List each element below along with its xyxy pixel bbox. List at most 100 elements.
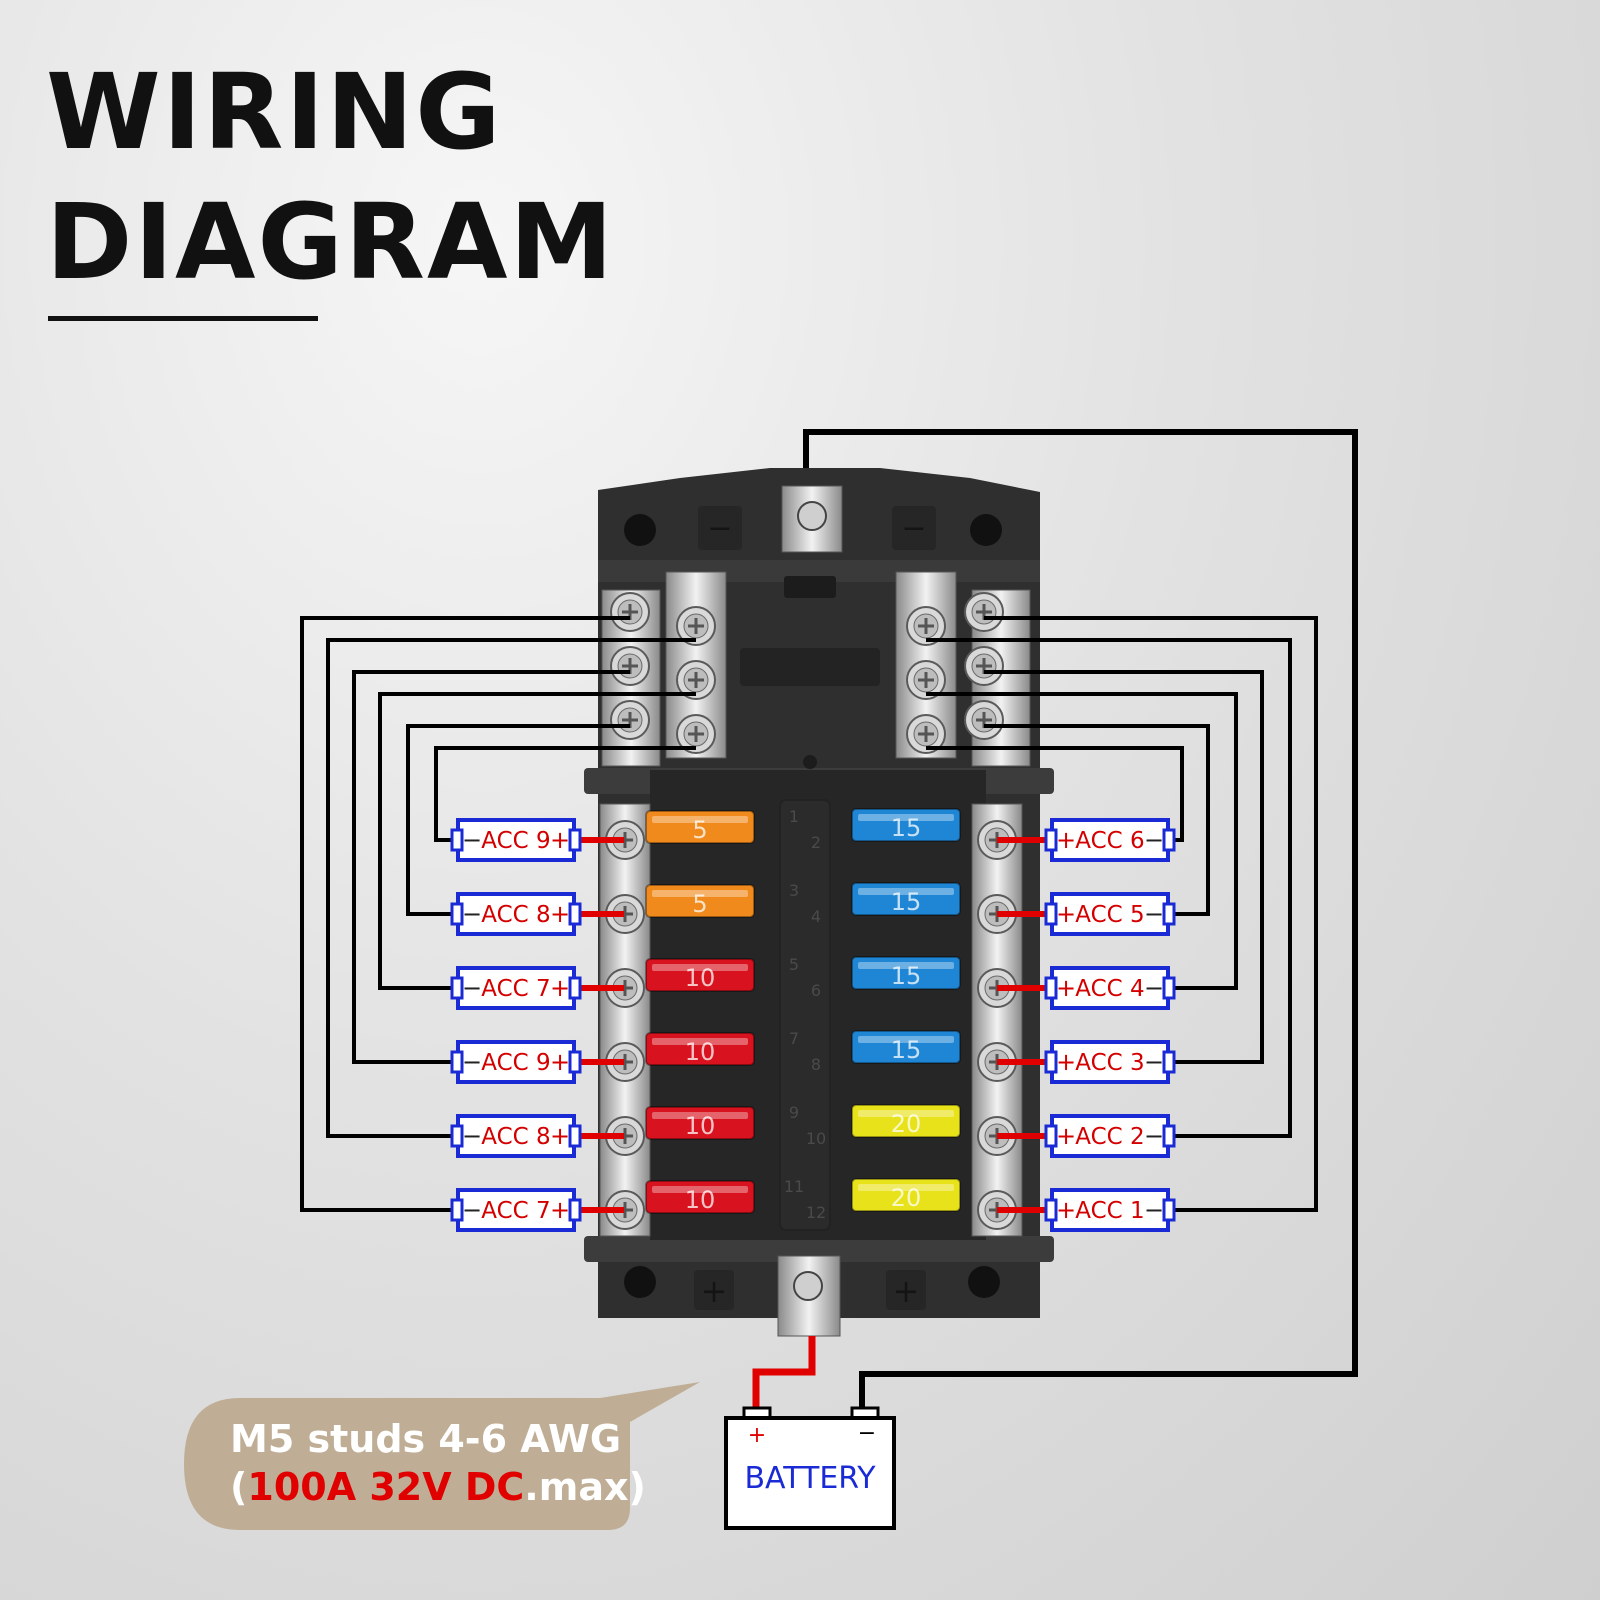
fuse-left-2-rating: 5 bbox=[692, 890, 707, 918]
fuse-left-5: 10 bbox=[645, 1106, 755, 1140]
acc-name: ACC 3 bbox=[1075, 1050, 1144, 1076]
spec-line-1: M5 studs 4-6 AWG bbox=[230, 1417, 622, 1461]
ground-wires bbox=[300, 616, 1318, 1213]
acc-name: ACC 7 bbox=[481, 1198, 550, 1224]
ground-wire-right-5 bbox=[984, 724, 1210, 916]
ground-wire-left-3 bbox=[352, 670, 630, 1064]
acc-minus-sign: − bbox=[1144, 900, 1164, 928]
battery-body bbox=[724, 1416, 896, 1530]
acc-plus-sign: + bbox=[1056, 1122, 1076, 1150]
acc-minus-sign: − bbox=[462, 900, 482, 928]
acc-name: ACC 8 bbox=[481, 1124, 550, 1150]
fuse-right-2: 15 bbox=[851, 882, 961, 916]
position-number-10: 10 bbox=[806, 1129, 826, 1148]
position-number-11: 11 bbox=[784, 1177, 804, 1196]
neg-bus-screw-right-outer-3 bbox=[964, 700, 1004, 740]
acc-plus-sign: + bbox=[550, 826, 570, 854]
acc-label-left-6: −ACC 7+ bbox=[450, 1188, 582, 1232]
fuse-right-6-rating: 20 bbox=[891, 1184, 922, 1212]
output-screw-left-1 bbox=[605, 820, 645, 860]
acc-name: ACC 7 bbox=[481, 976, 550, 1002]
acc-minus-sign: − bbox=[1144, 1196, 1164, 1224]
acc-plus-sign: + bbox=[550, 900, 570, 928]
acc-minus-sign: − bbox=[1144, 974, 1164, 1002]
positive-mark-right: + bbox=[893, 1272, 920, 1310]
fuse-left-1: 5 bbox=[645, 810, 755, 844]
terminal-screws bbox=[605, 592, 1017, 1230]
neg-bus-screw-right-outer-1 bbox=[964, 592, 1004, 632]
position-number-8: 8 bbox=[811, 1055, 821, 1074]
neg-bus-screw-left-inner-1 bbox=[676, 606, 716, 646]
spec-rating: 100A 32V DC bbox=[247, 1465, 525, 1509]
acc-label-left-2: −ACC 8+ bbox=[450, 892, 582, 936]
acc-plus-sign: + bbox=[550, 1196, 570, 1224]
ground-wire-right-2 bbox=[926, 638, 1292, 1138]
battery: + − BATTERY bbox=[724, 1406, 896, 1530]
output-screw-right-6 bbox=[977, 1190, 1017, 1230]
fuse-left-5-rating: 10 bbox=[685, 1112, 716, 1140]
output-screw-left-4 bbox=[605, 1042, 645, 1082]
negative-mark-right: − bbox=[901, 511, 926, 546]
neg-bus-screw-left-outer-1 bbox=[610, 592, 650, 632]
fuse-right-2-rating: 15 bbox=[891, 888, 922, 916]
acc-name: ACC 5 bbox=[1075, 902, 1144, 928]
acc-label-left-3: −ACC 7+ bbox=[450, 966, 582, 1010]
battery-label: BATTERY bbox=[744, 1461, 876, 1496]
position-number-6: 6 bbox=[811, 981, 821, 1000]
fuse-left-2: 5 bbox=[645, 884, 755, 918]
position-number-9: 9 bbox=[789, 1103, 799, 1122]
title-line-2: DIAGRAM bbox=[46, 181, 615, 303]
neg-bus-screw-left-inner-2 bbox=[676, 660, 716, 700]
ground-wire-left-6 bbox=[434, 746, 696, 842]
mount-hole-bottom-left bbox=[624, 1266, 656, 1298]
acc-label-right-1: +ACC 6− bbox=[1044, 818, 1176, 862]
fuse-left-3-rating: 10 bbox=[685, 964, 716, 992]
acc-minus-sign: − bbox=[1144, 1048, 1164, 1076]
mount-hole-top-left bbox=[624, 514, 656, 546]
neg-bus-screw-left-outer-2 bbox=[610, 646, 650, 686]
ground-wire-left-2 bbox=[326, 638, 696, 1138]
fuse-right-1-rating: 15 bbox=[891, 814, 922, 842]
acc-label-left-5: −ACC 8+ bbox=[450, 1114, 582, 1158]
acc-plus-sign: + bbox=[1056, 974, 1076, 1002]
positive-stud bbox=[793, 1271, 823, 1301]
position-number-7: 7 bbox=[789, 1029, 799, 1048]
acc-label-right-2: +ACC 5− bbox=[1044, 892, 1176, 936]
title-underline bbox=[48, 316, 318, 321]
fuse-right-3-rating: 15 bbox=[891, 962, 922, 990]
neg-bus-screw-left-outer-3 bbox=[610, 700, 650, 740]
acc-name: ACC 9 bbox=[481, 1050, 550, 1076]
spec-line-2: (100A 32V DC.max) bbox=[230, 1465, 646, 1509]
position-number-4: 4 bbox=[811, 907, 821, 926]
output-screw-left-5 bbox=[605, 1116, 645, 1156]
battery-plus-sign: + bbox=[748, 1423, 766, 1448]
position-number-1: 1 bbox=[789, 807, 799, 826]
negative-stud bbox=[797, 501, 827, 531]
ground-wire-left-5 bbox=[406, 724, 630, 916]
negative-mark-left: − bbox=[707, 511, 732, 546]
acc-label-left-4: −ACC 9+ bbox=[450, 1040, 582, 1084]
acc-name: ACC 8 bbox=[481, 902, 550, 928]
accessory-labels: −ACC 9+−ACC 8+−ACC 7+−ACC 9+−ACC 8+−ACC … bbox=[450, 818, 1176, 1232]
acc-name: ACC 1 bbox=[1075, 1198, 1144, 1224]
acc-name: ACC 4 bbox=[1075, 976, 1144, 1002]
positive-wire-battery bbox=[752, 1336, 816, 1412]
acc-minus-sign: − bbox=[462, 1048, 482, 1076]
position-number-3: 3 bbox=[789, 881, 799, 900]
acc-plus-sign: + bbox=[550, 1122, 570, 1150]
acc-name: ACC 6 bbox=[1075, 828, 1144, 854]
neg-bus-screw-left-inner-3 bbox=[676, 714, 716, 754]
acc-minus-sign: − bbox=[462, 1196, 482, 1224]
spec-callout-bubble bbox=[184, 1382, 700, 1530]
fuse-left-3: 10 bbox=[645, 958, 755, 992]
acc-minus-sign: − bbox=[1144, 1122, 1164, 1150]
neg-bus-screw-right-inner-3 bbox=[906, 714, 946, 754]
positive-mark-left: + bbox=[701, 1272, 728, 1310]
fuse-left-1-rating: 5 bbox=[692, 816, 707, 844]
position-number-2: 2 bbox=[811, 833, 821, 852]
acc-plus-sign: + bbox=[1056, 900, 1076, 928]
ground-wire-left-1 bbox=[300, 616, 630, 1212]
spec-callout-text: M5 studs 4-6 AWG (100A 32V DC.max) bbox=[230, 1415, 646, 1511]
